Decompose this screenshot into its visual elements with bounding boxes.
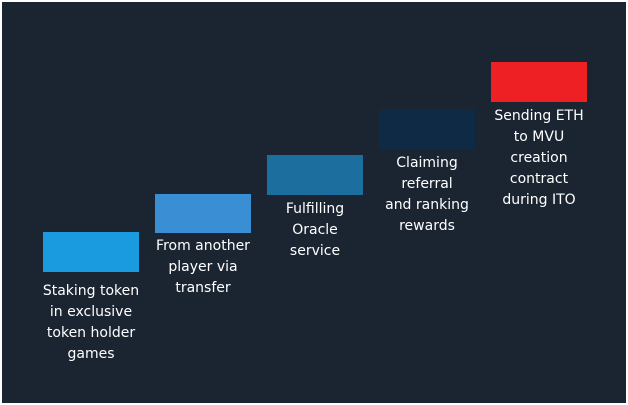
step-label-rewards: Claiming referral and ranking rewards — [385, 155, 469, 234]
step-label-staking: Staking token in exclusive token holder … — [42, 283, 140, 362]
step-bar-oracle — [267, 155, 363, 195]
step-bar-transfer — [155, 194, 251, 233]
step-label-transfer: From another player via transfer — [156, 238, 250, 296]
step-bar-rewards — [379, 109, 475, 150]
step-label-ito: Sending ETH to MVU creation contract dur… — [494, 108, 584, 208]
step-bar-staking — [43, 232, 139, 272]
step-label-oracle: Fulfilling Oracle service — [285, 201, 345, 259]
step-bar-ito — [491, 62, 587, 102]
